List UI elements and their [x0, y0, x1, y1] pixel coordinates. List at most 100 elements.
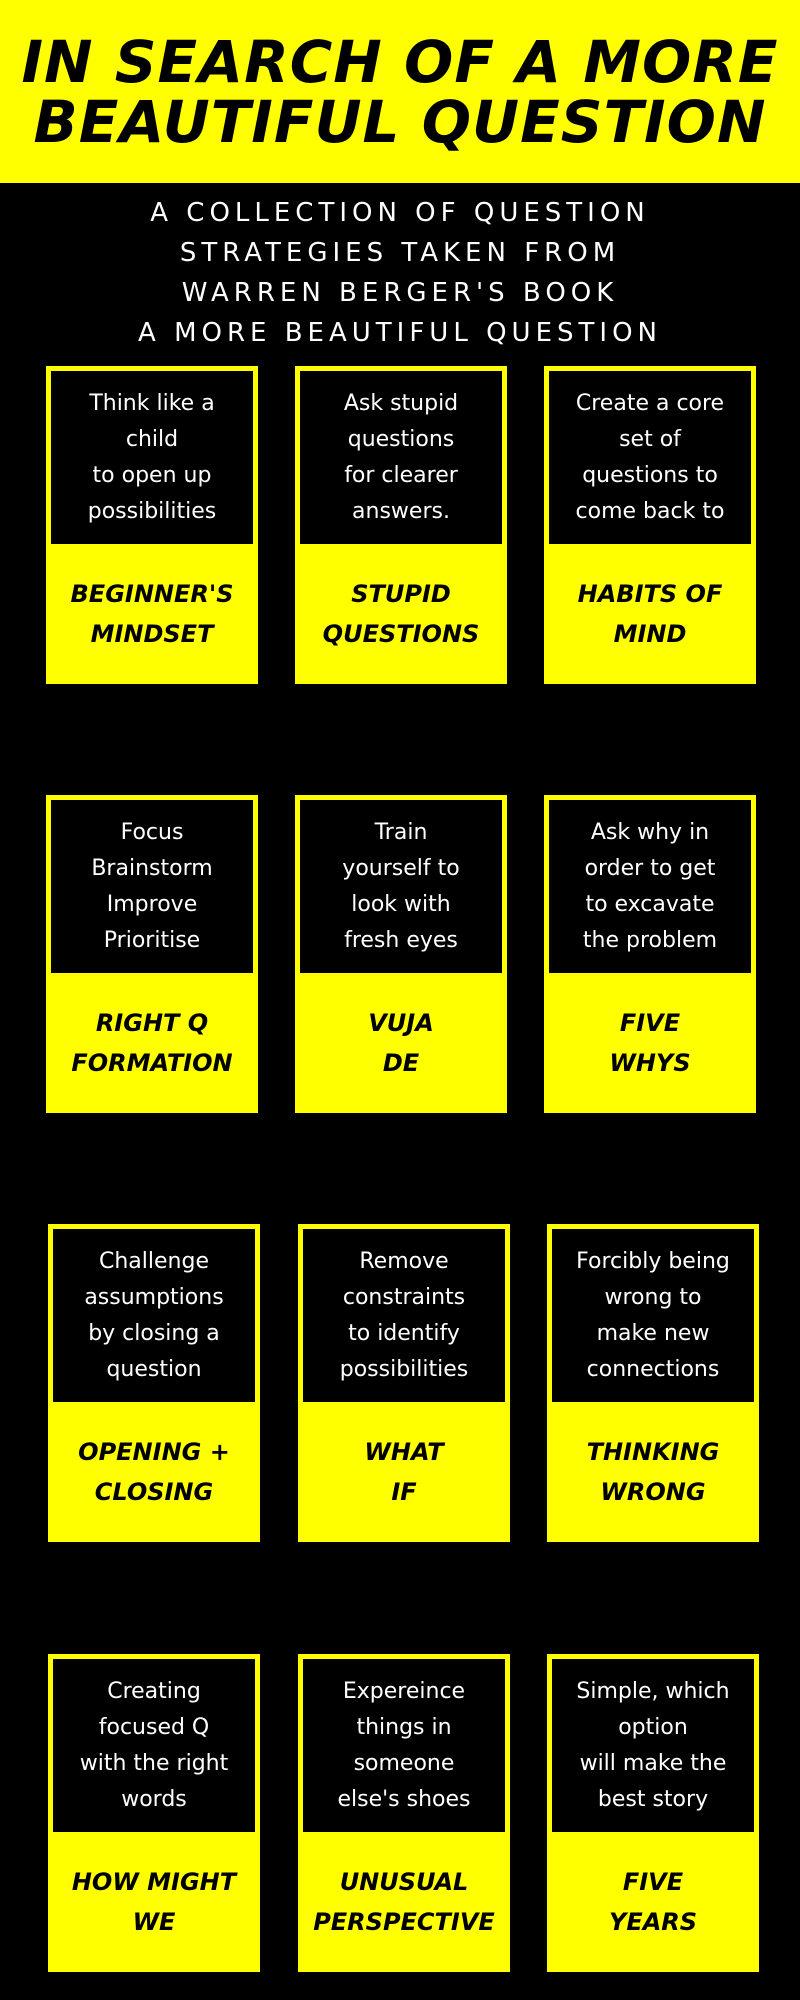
card-description-line: will make the	[579, 1750, 727, 1776]
card-what-if: Remove constraints to identify possibili…	[298, 1224, 510, 1542]
card-vuja-de: Train yourself to look with fresh eyes V…	[295, 795, 507, 1113]
card-label: WHAT IF	[298, 1402, 510, 1542]
card-label-line: BEGINNER'S	[70, 580, 234, 608]
card-description-line: Expereince	[342, 1678, 466, 1704]
card-label-line: HABITS OF	[577, 580, 723, 608]
title-banner: IN SEARCH OF A MORE BEAUTIFUL QUESTION	[0, 0, 800, 183]
page-title-line-2: BEAUTIFUL QUESTION	[33, 87, 767, 156]
card-description-line: Remove	[359, 1248, 449, 1274]
card-description-line: come back to	[575, 498, 725, 524]
card-description: Train yourself to look with fresh eyes	[300, 800, 502, 973]
card-description-line: order to get	[584, 855, 716, 881]
card-label-line: OPENING +	[78, 1438, 230, 1466]
card-description-line: questions	[347, 426, 455, 452]
card-description-line: answers.	[352, 498, 450, 524]
card-description-line: by closing a	[88, 1320, 220, 1346]
card-description-line: words	[121, 1786, 187, 1812]
card-label-line: YEARS	[608, 1908, 698, 1936]
card-label-line: FIVE	[622, 1868, 684, 1896]
card-description-line: else's shoes	[337, 1786, 471, 1812]
card-label: HOW MIGHT WE	[48, 1832, 260, 1972]
card-description-line: question	[106, 1356, 202, 1382]
card-description-line: make new	[596, 1320, 710, 1346]
card-description-line: fresh eyes	[344, 927, 458, 953]
card-description-line: Simple, which	[576, 1678, 730, 1704]
card-label-line: HOW MIGHT	[71, 1868, 237, 1896]
card-label-line: STUPID	[351, 580, 451, 608]
card-label-line: FIVE	[619, 1009, 681, 1037]
card-description-line: things in	[356, 1714, 452, 1740]
card-description: Ask why in order to get to excavate the …	[549, 800, 751, 973]
subtitle-line: STRATEGIES TAKEN FROM	[179, 238, 621, 268]
card-unusual-perspective: Expereince things in someone else's shoe…	[298, 1654, 510, 1972]
card-beginners-mindset: Think like a child to open up possibilit…	[46, 366, 258, 684]
card-description: Simple, which option will make the best …	[552, 1659, 754, 1832]
card-how-might-we: Creating focused Q with the right words …	[48, 1654, 260, 1972]
card-description-line: Think like a	[89, 390, 215, 416]
card-label-line: UNUSUAL	[339, 1868, 469, 1896]
card-label-line: MINDSET	[90, 620, 214, 648]
subtitle: A COLLECTION OF QUESTION STRATEGIES TAKE…	[0, 193, 800, 353]
card-description-line: Create a core	[575, 390, 725, 416]
card-label: VUJA DE	[295, 973, 507, 1113]
subtitle-line: A MORE BEAUTIFUL QUESTION	[138, 318, 662, 348]
card-description: Challenge assumptions by closing a quest…	[53, 1229, 255, 1402]
card-label-line: QUESTIONS	[322, 620, 480, 648]
card-description-line: with the right	[79, 1750, 229, 1776]
card-description-line: for clearer	[344, 462, 458, 488]
card-label-line: WRONG	[600, 1478, 706, 1506]
page-title-line-1: IN SEARCH OF A MORE	[21, 27, 779, 96]
card-label-line: IF	[391, 1478, 417, 1506]
card-label: OPENING + CLOSING	[48, 1402, 260, 1542]
card-description-line: set of	[619, 426, 681, 452]
card-stupid-questions: Ask stupid questions for clearer answers…	[295, 366, 507, 684]
card-description-line: to identify	[348, 1320, 460, 1346]
card-description: Focus Brainstorm Improve Prioritise	[51, 800, 253, 973]
card-right-q-formation: Focus Brainstorm Improve Prioritise RIGH…	[46, 795, 258, 1113]
card-description-line: constraints	[342, 1284, 466, 1310]
card-label-line: THINKING	[586, 1438, 720, 1466]
card-description-line: Ask stupid	[343, 390, 459, 416]
card-description: Expereince things in someone else's shoe…	[303, 1659, 505, 1832]
card-thinking-wrong: Forcibly being wrong to make new connect…	[547, 1224, 759, 1542]
card-description: Create a core set of questions to come b…	[549, 371, 751, 544]
card-description-line: assumptions	[84, 1284, 224, 1310]
card-description-line: Improve	[106, 891, 198, 917]
card-description-line: to excavate	[585, 891, 715, 917]
card-description: Remove constraints to identify possibili…	[303, 1229, 505, 1402]
card-label-line: FORMATION	[71, 1049, 233, 1077]
card-description-line: Forcibly being	[576, 1248, 730, 1274]
card-description-line: Brainstorm	[91, 855, 213, 881]
card-opening-closing: Challenge assumptions by closing a quest…	[48, 1224, 260, 1542]
card-label-line: RIGHT Q	[95, 1009, 209, 1037]
card-description-line: the problem	[582, 927, 718, 953]
card-label: FIVE YEARS	[547, 1832, 759, 1972]
card-label-line: PERSPECTIVE	[313, 1908, 495, 1936]
card-habits-of-mind: Create a core set of questions to come b…	[544, 366, 756, 684]
card-label-line: WE	[132, 1908, 176, 1936]
card-five-whys: Ask why in order to get to excavate the …	[544, 795, 756, 1113]
card-description-line: focused Q	[98, 1714, 210, 1740]
card-description: Ask stupid questions for clearer answers…	[300, 371, 502, 544]
card-description: Forcibly being wrong to make new connect…	[552, 1229, 754, 1402]
card-description-line: Prioritise	[103, 927, 201, 953]
subtitle-line: WARREN BERGER'S BOOK	[181, 278, 619, 308]
card-description-line: possibilities	[339, 1356, 469, 1382]
card-label: STUPID QUESTIONS	[295, 544, 507, 684]
subtitle-line: A COLLECTION OF QUESTION	[150, 198, 650, 228]
card-description: Think like a child to open up possibilit…	[51, 371, 253, 544]
card-five-years: Simple, which option will make the best …	[547, 1654, 759, 1972]
card-label-line: VUJA	[368, 1009, 434, 1037]
card-description-line: Focus	[120, 819, 184, 845]
card-label: FIVE WHYS	[544, 973, 756, 1113]
card-label: BEGINNER'S MINDSET	[46, 544, 258, 684]
card-description-line: someone	[353, 1750, 455, 1776]
card-description-line: questions to	[582, 462, 718, 488]
card-description-line: child	[125, 426, 179, 452]
card-label-line: WHAT	[364, 1438, 444, 1466]
card-description-line: to open up	[92, 462, 212, 488]
card-description-line: Train	[374, 819, 428, 845]
card-description-line: look with	[351, 891, 451, 917]
card-label-line: MIND	[613, 620, 687, 648]
card-description-line: Creating	[107, 1678, 201, 1704]
